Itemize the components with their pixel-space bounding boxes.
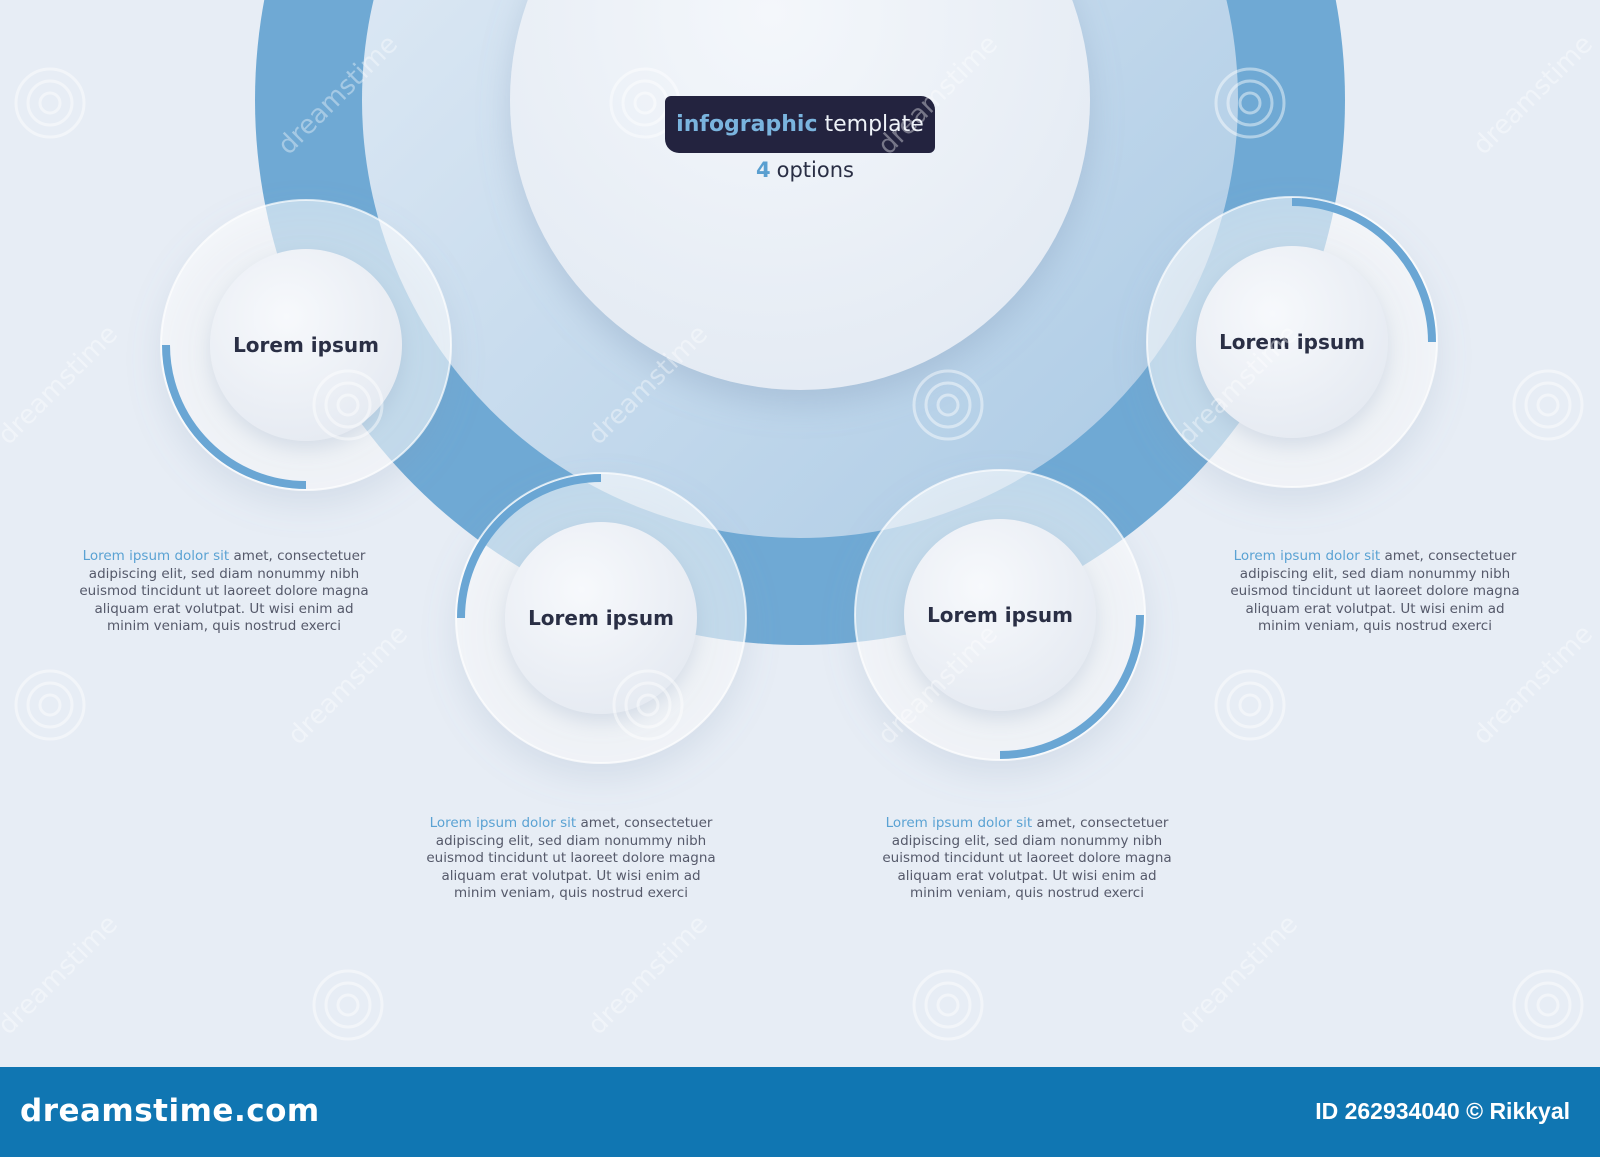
swirl-icon	[312, 969, 384, 1041]
step-3-label: Lorem ipsum	[927, 603, 1073, 627]
step-2-label: Lorem ipsum	[528, 606, 674, 630]
step-3-description: Lorem ipsum dolor sit amet, consectetuer…	[877, 815, 1177, 903]
step-4-description: Lorem ipsum dolor sit amet, consectetuer…	[1225, 548, 1525, 636]
step-1-description: Lorem ipsum dolor sit amet, consectetuer…	[74, 548, 374, 636]
infographic-diagram	[14, 0, 1584, 1041]
step-1-desc-highlight: Lorem ipsum dolor sit	[82, 548, 230, 564]
step-4-label: Lorem ipsum	[1219, 330, 1365, 354]
footer-bar: dreamstime.com ID 262934040 © Rikkyal	[0, 1067, 1600, 1157]
step-2-inner-disc	[505, 522, 697, 714]
step-4-progress-arc	[1291, 198, 1436, 343]
step-1-progress-arc	[162, 344, 307, 489]
swirl-icon	[14, 669, 86, 741]
swirl-icon	[912, 969, 984, 1041]
step-3-desc-highlight: Lorem ipsum dolor sit	[885, 815, 1033, 831]
options-number: 4	[756, 158, 771, 182]
step-3-desc-body: amet, consectetuer adipiscing elit, sed …	[882, 815, 1172, 901]
swirl-icon	[1214, 669, 1286, 741]
step-node-4	[1146, 196, 1438, 488]
swirl-icon	[1512, 369, 1584, 441]
dreamstime-logo[interactable]: dreamstime.com	[20, 1093, 320, 1129]
swirl-icon	[1214, 67, 1286, 139]
title-accent: infographic	[676, 112, 818, 137]
step-2-desc-body: amet, consectetuer adipiscing elit, sed …	[426, 815, 716, 901]
swirl-icon	[912, 369, 984, 441]
step-2-desc-highlight: Lorem ipsum dolor sit	[429, 815, 577, 831]
center-disc	[510, 0, 1090, 390]
step-node-1	[160, 199, 452, 491]
step-2-progress-arc	[457, 474, 602, 619]
swirl-icon	[14, 67, 86, 139]
step-1-desc-body: amet, consectetuer adipiscing elit, sed …	[79, 548, 369, 634]
title-badge: infographic template	[665, 96, 935, 153]
step-4-desc-body: amet, consectetuer adipiscing elit, sed …	[1230, 548, 1520, 634]
step-1-inner-disc	[210, 249, 402, 441]
swirl-icon	[1512, 969, 1584, 1041]
swirl-icon	[612, 669, 684, 741]
image-credit: ID 262934040 © Rikkyal	[1315, 1098, 1570, 1124]
watermark-swirls	[14, 67, 1584, 1041]
step-4-inner-disc	[1196, 246, 1388, 438]
step-node-3	[854, 469, 1146, 761]
step-4-desc-highlight: Lorem ipsum dolor sit	[1233, 548, 1381, 564]
swirl-icon	[312, 369, 384, 441]
step-3-progress-arc	[999, 614, 1144, 759]
options-text: options	[776, 158, 854, 182]
step-3-inner-disc	[904, 519, 1096, 711]
title-rest: template	[824, 112, 924, 137]
step-1-label: Lorem ipsum	[233, 333, 379, 357]
step-2-description: Lorem ipsum dolor sit amet, consectetuer…	[421, 815, 721, 903]
step-node-2	[455, 472, 747, 764]
